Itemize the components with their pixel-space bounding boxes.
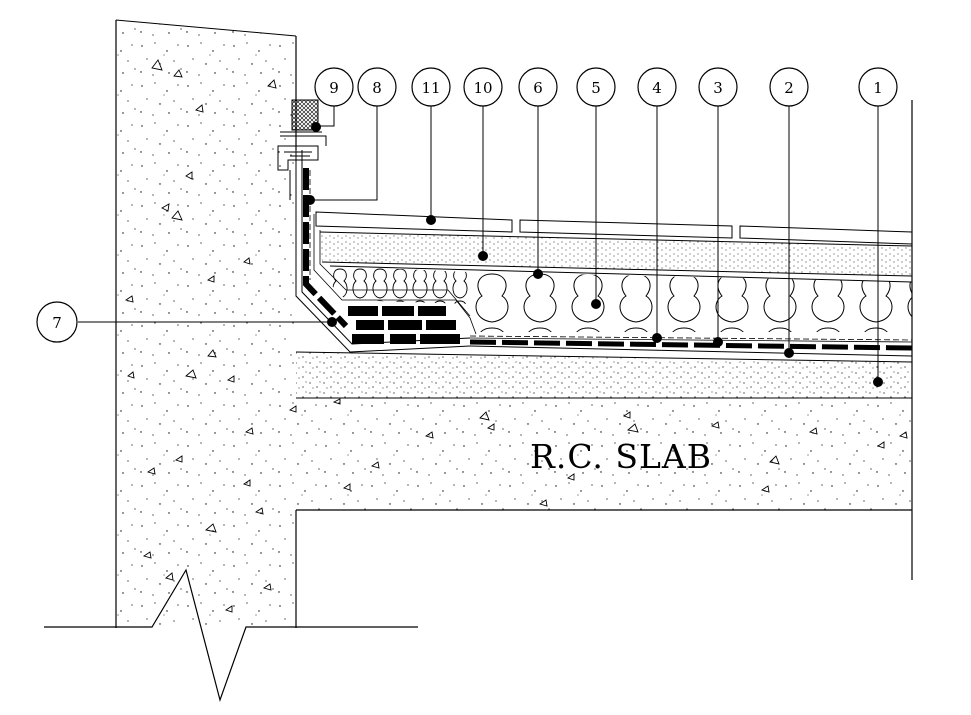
callout-11: 11 <box>411 67 451 107</box>
fixing-bolt <box>280 131 322 137</box>
screed-layer <box>295 351 913 399</box>
parapet-wall <box>115 19 297 628</box>
callout-dots <box>305 122 883 387</box>
callout-7: 7 <box>36 301 78 343</box>
svg-text:2: 2 <box>784 79 794 97</box>
svg-text:5: 5 <box>591 79 601 97</box>
svg-text:1: 1 <box>873 79 883 97</box>
callout-8: 8 <box>357 67 397 107</box>
mortar-layer <box>319 231 913 276</box>
callout-2: 2 <box>769 67 809 107</box>
rc-slab <box>296 100 913 580</box>
svg-text:9: 9 <box>329 79 339 97</box>
svg-text:3: 3 <box>713 79 723 97</box>
svg-text:10: 10 <box>473 79 492 97</box>
break-line <box>44 568 418 703</box>
callout-6: 6 <box>518 67 558 107</box>
svg-text:6: 6 <box>533 79 543 97</box>
membrane-layers <box>469 335 913 357</box>
callout-9: 9 <box>314 67 354 107</box>
felt-blocks <box>348 306 460 344</box>
callout-10: 10 <box>463 67 503 107</box>
callout-3: 3 <box>698 67 738 107</box>
callout-5: 5 <box>576 67 616 107</box>
svg-text:11: 11 <box>421 79 440 97</box>
callout-4: 4 <box>637 67 677 107</box>
svg-text:7: 7 <box>52 314 62 332</box>
paving-tiles <box>315 211 913 245</box>
callout-leaders <box>78 105 879 382</box>
svg-text:8: 8 <box>372 79 382 97</box>
slab-label: R.C. SLAB <box>530 437 712 476</box>
svg-text:4: 4 <box>652 79 662 97</box>
insulation-layer <box>329 265 913 332</box>
concrete-aggregate-marks <box>124 59 908 613</box>
callout-1: 1 <box>858 67 898 107</box>
